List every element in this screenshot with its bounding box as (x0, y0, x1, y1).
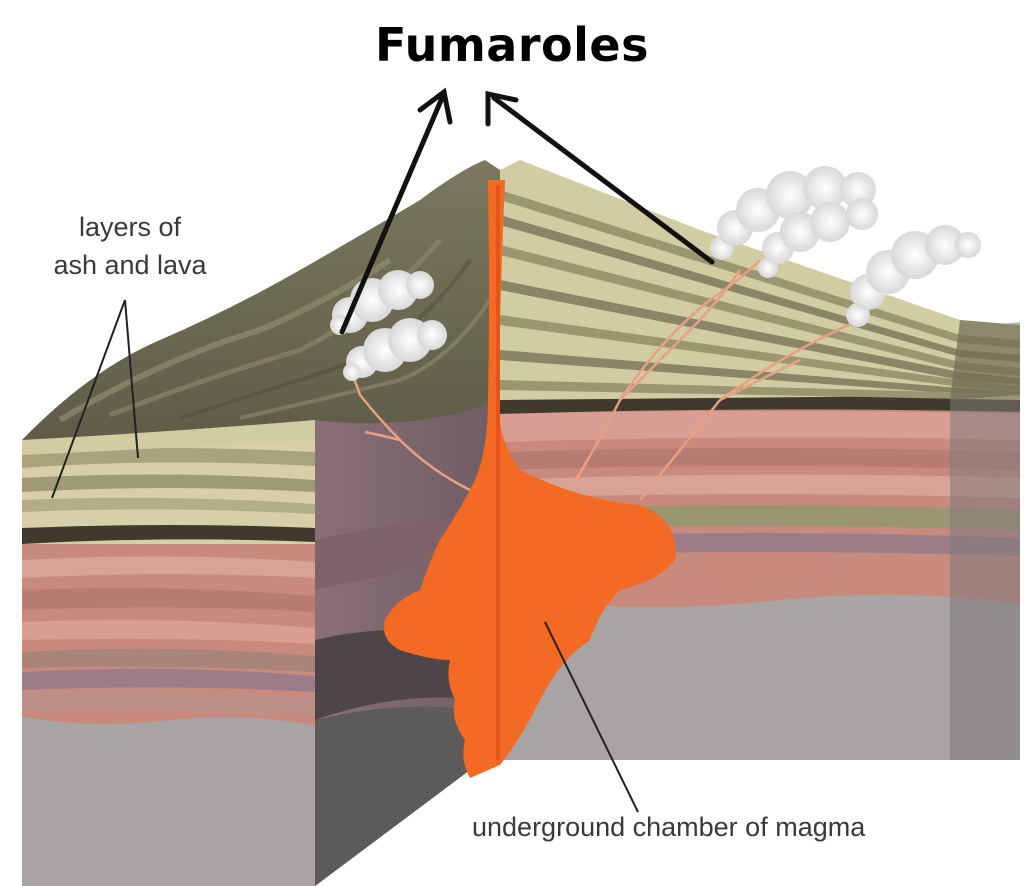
magma-veins (348, 259, 861, 501)
chamber-label: underground chamber of magma (472, 812, 866, 842)
label-pointers (51, 299, 639, 813)
layers-label-line2: ash and lava (53, 250, 207, 280)
arrow-left-head (417, 87, 453, 125)
layers-label: layers of ash and lava (30, 208, 230, 284)
diagram-title: Fumaroles (375, 18, 649, 72)
arrow-right-head (485, 90, 519, 127)
steam-plume-right-3 (846, 225, 981, 327)
front-left-face (22, 420, 315, 886)
arrow-right-fumarole (491, 95, 715, 265)
pointer-layers-left (51, 299, 126, 499)
layers-label-line1: layers of (78, 212, 182, 242)
steam-plume-right-1 (710, 166, 876, 260)
arrow-left-fumarole (339, 95, 445, 335)
steam-plume-left-upper (330, 270, 434, 335)
mountain-slope (22, 160, 500, 440)
steam-plume-right-2 (758, 198, 878, 278)
fumarole-arrows (339, 87, 715, 335)
steam-plumes (330, 166, 981, 381)
pointer-layers-right (124, 299, 139, 459)
pointer-chamber (544, 621, 639, 813)
magma-chamber (384, 180, 676, 778)
right-cone-face (500, 160, 1020, 400)
steam-plume-left-lower (343, 318, 447, 381)
